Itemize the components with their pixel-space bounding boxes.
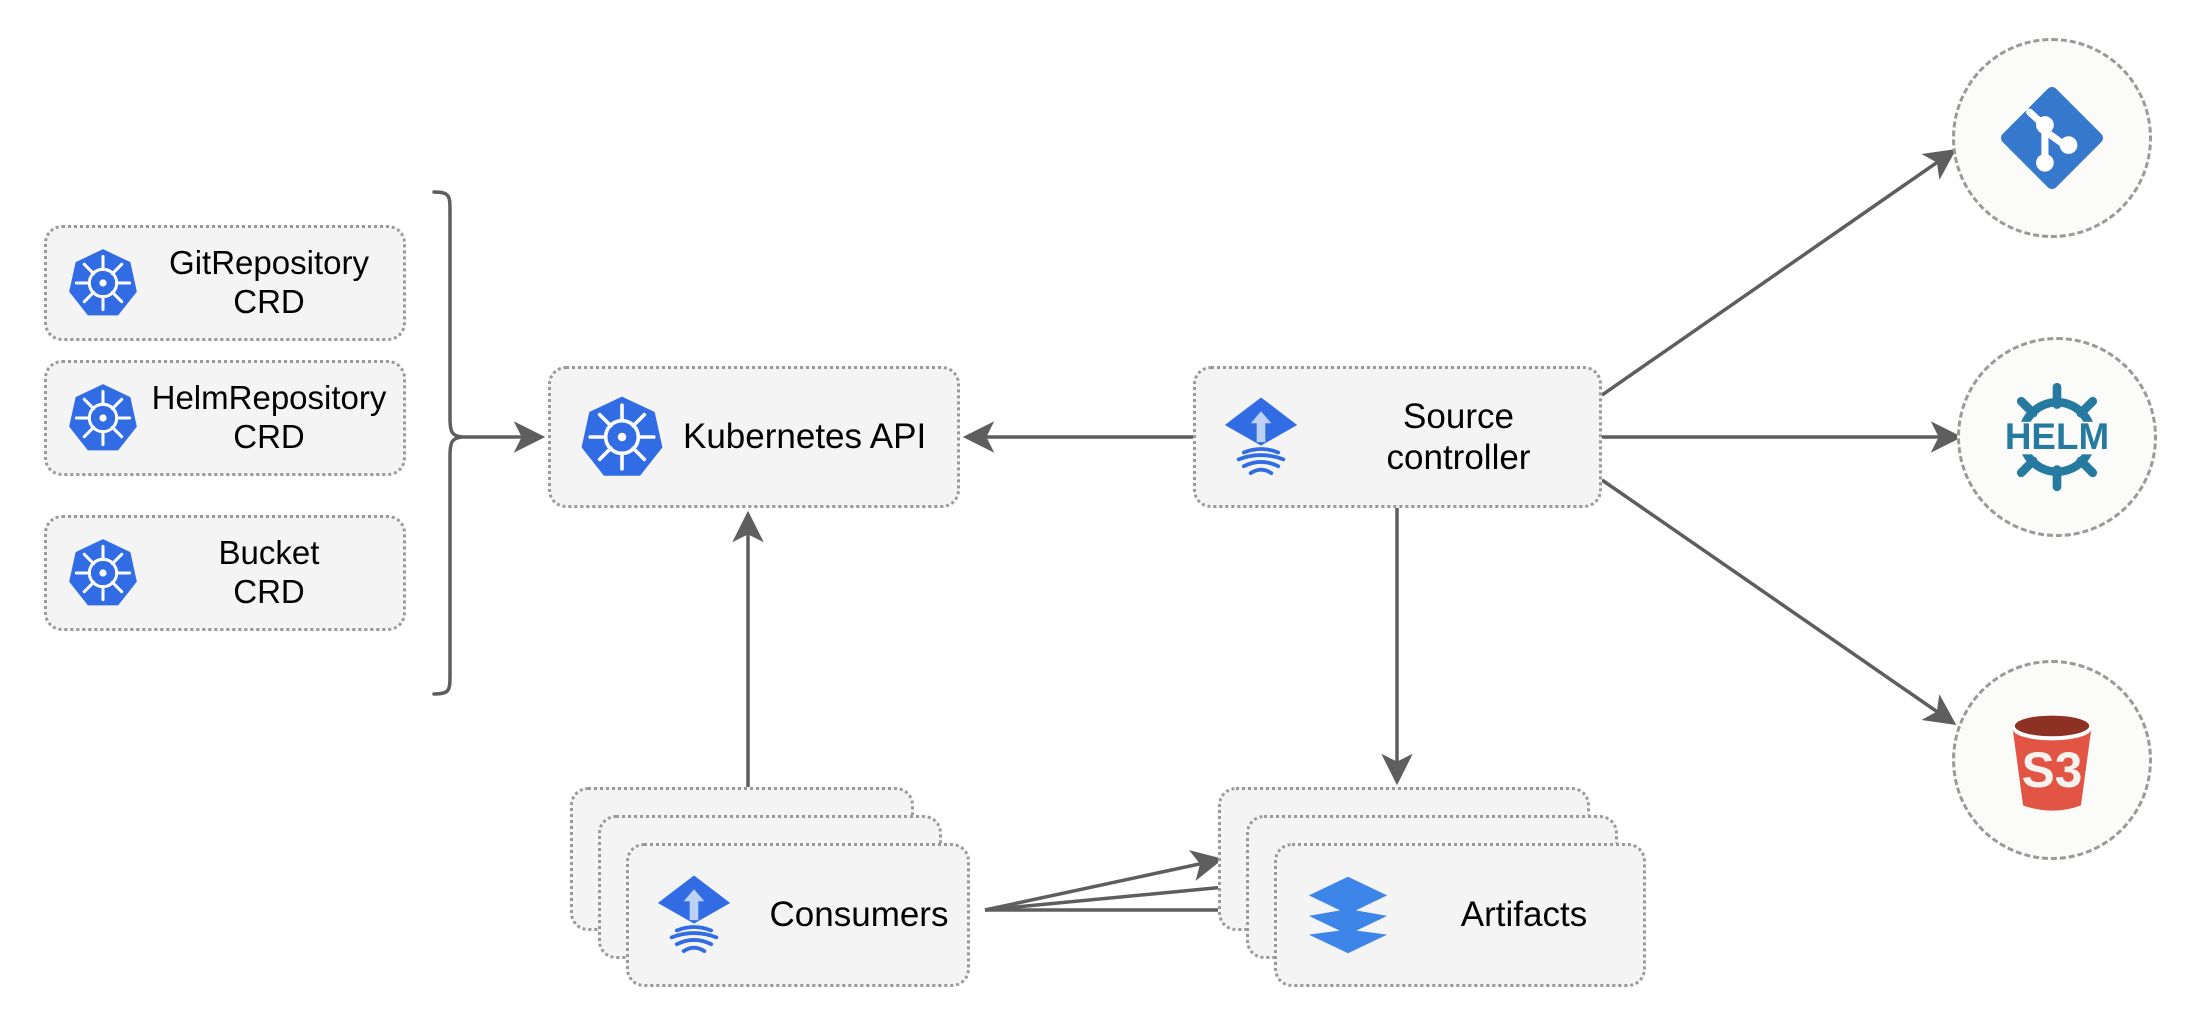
flux-icon [1224, 397, 1298, 476]
node-label: Source controller [1386, 396, 1531, 477]
crd-label: GitRepository CRD [169, 244, 369, 320]
s3-wordmark: S3 [2022, 742, 2083, 798]
crd-box-bucket[interactable]: Bucket CRD [44, 515, 406, 631]
node-source-controller[interactable]: Source controller [1193, 366, 1602, 508]
node-label: Artifacts [1460, 895, 1588, 934]
crd-box-helmrepository[interactable]: HelmRepository CRD [44, 360, 406, 476]
consumers-card-front[interactable]: Consumers [626, 843, 970, 987]
source-circle-s3[interactable]: S3 [1952, 660, 2152, 860]
node-artifacts[interactable]: Artifacts [1218, 787, 1646, 987]
kubernetes-icon [69, 539, 137, 606]
flux-icon [657, 875, 731, 954]
crd-label: HelmRepository CRD [151, 379, 387, 455]
node-consumers[interactable]: Consumers [570, 787, 970, 987]
artifacts-card-front[interactable]: Artifacts [1274, 843, 1646, 987]
node-label: Kubernetes API [683, 417, 927, 457]
crd-box-gitrepository[interactable]: GitRepository CRD [44, 225, 406, 341]
kubernetes-icon [69, 384, 137, 451]
source-circle-helm[interactable]: HELM [1957, 337, 2157, 537]
helm-wordmark: HELM [2005, 416, 2109, 457]
edge-source-controller-to-git [1601, 149, 1957, 397]
crd-group-brace [432, 190, 463, 696]
kubernetes-icon [69, 249, 137, 316]
kubernetes-icon [581, 396, 663, 476]
node-label: Consumers [769, 895, 949, 934]
layers-icon [1308, 876, 1388, 954]
git-icon [2001, 87, 2103, 189]
crd-label: Bucket CRD [218, 534, 320, 610]
node-kubernetes-api[interactable]: Kubernetes API [548, 366, 960, 508]
edge-consumers-to-artifacts-1 [984, 850, 1224, 912]
edge-source-controller-to-s3 [1601, 478, 1957, 725]
edge-consumers-to-artifacts-2 [984, 871, 1252, 912]
source-circle-git[interactable] [1952, 38, 2152, 238]
helm-icon: HELM [2005, 382, 2109, 492]
s3-icon: S3 [2012, 715, 2092, 811]
